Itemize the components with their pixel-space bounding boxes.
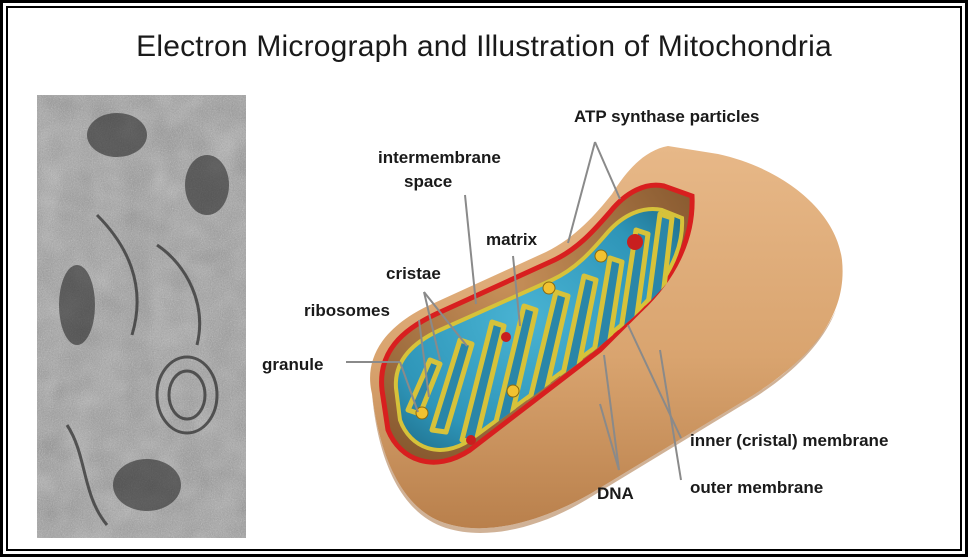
label-intermembrane-space: space [404,172,452,191]
label-atp-synthase: ATP synthase particles [574,107,760,126]
label-matrix: matrix [486,230,538,249]
label-cristae: cristae [386,264,441,283]
label-dna: DNA [597,484,634,503]
label-intermembrane: intermembrane [378,148,501,167]
label-inner-membrane: inner (cristal) membrane [690,431,888,450]
label-granule: granule [262,355,323,374]
label-outer-membrane: outer membrane [690,478,823,497]
label-ribosomes: ribosomes [304,301,390,320]
